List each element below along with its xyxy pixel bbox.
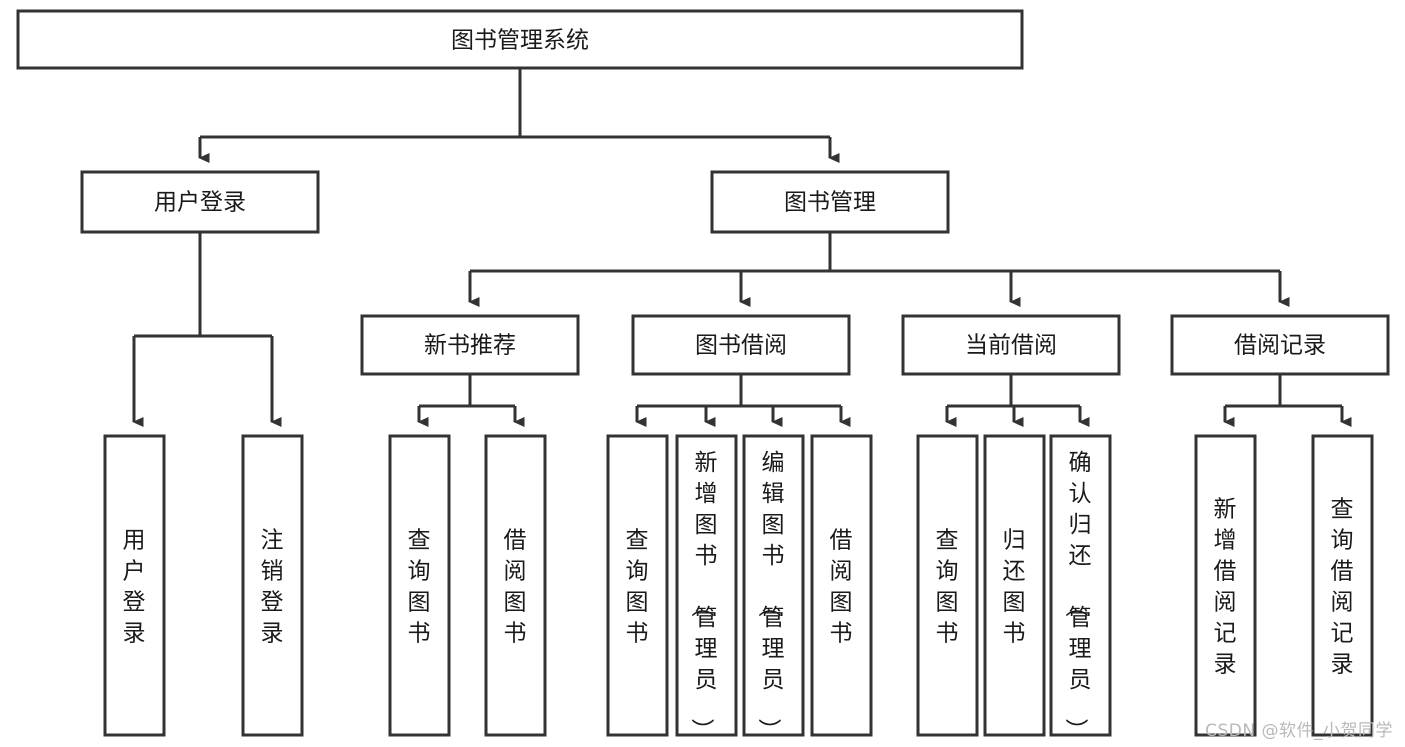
node-leaf-user-login-label: 用户登录 bbox=[123, 528, 146, 647]
node-new-book-recommend-label: 新书推荐 bbox=[424, 333, 516, 359]
node-user-login-box bbox=[80, 170, 320, 234]
connector-layer bbox=[132, 68, 1352, 427]
node-leaf-edit-book-box bbox=[742, 434, 805, 737]
node-current-borrow-box bbox=[901, 314, 1121, 376]
node-leaf-query-book-rec[interactable]: 查询图书 bbox=[388, 434, 451, 737]
node-leaf-user-login[interactable]: 用户登录 bbox=[103, 434, 166, 737]
node-leaf-confirm-return[interactable]: 确认归还（管理员） bbox=[1049, 434, 1112, 741]
node-book-manage[interactable]: 图书管理 bbox=[710, 170, 950, 234]
node-leaf-return-book-label: 归还图书 bbox=[1003, 528, 1026, 647]
node-borrow-record-label: 借阅记录 bbox=[1234, 333, 1326, 359]
node-user-login-label: 用户登录 bbox=[154, 190, 246, 216]
node-leaf-borrow-book-rec-box bbox=[484, 434, 547, 737]
node-leaf-add-book[interactable]: 新增图书（管理员） bbox=[675, 434, 738, 741]
node-leaf-borrow-book-rec-label: 借阅图书 bbox=[504, 528, 527, 647]
node-leaf-query-book-cur[interactable]: 查询图书 bbox=[916, 434, 979, 737]
node-leaf-query-record[interactable]: 查询借阅记录 bbox=[1311, 434, 1374, 737]
node-leaf-user-logout-label: 注销登录 bbox=[261, 528, 284, 647]
node-user-login[interactable]: 用户登录 bbox=[80, 170, 320, 234]
node-new-book-recommend-box bbox=[360, 314, 580, 376]
node-leaf-query-book-cur-label: 查询图书 bbox=[936, 528, 959, 647]
node-leaf-query-book-borrow[interactable]: 查询图书 bbox=[606, 434, 669, 737]
node-root-label: 图书管理系统 bbox=[451, 28, 589, 54]
node-book-borrow-label: 图书借阅 bbox=[695, 333, 787, 359]
node-leaf-query-book-cur-box bbox=[916, 434, 979, 737]
node-leaf-user-logout[interactable]: 注销登录 bbox=[241, 434, 304, 737]
node-leaf-borrow-book-rec[interactable]: 借阅图书 bbox=[484, 434, 547, 737]
node-new-book-recommend[interactable]: 新书推荐 bbox=[360, 314, 580, 376]
node-leaf-add-record-box bbox=[1194, 434, 1257, 737]
node-leaf-return-book[interactable]: 归还图书 bbox=[983, 434, 1046, 737]
node-leaf-return-book-box bbox=[983, 434, 1046, 737]
node-leaf-confirm-return-label: 确认归还（管理员） bbox=[1063, 450, 1092, 741]
node-book-manage-label: 图书管理 bbox=[784, 190, 876, 216]
node-leaf-borrow-book-box bbox=[810, 434, 873, 737]
node-book-manage-box bbox=[710, 170, 950, 234]
node-leaf-add-record-label: 新增借阅记录 bbox=[1214, 497, 1237, 678]
node-leaf-user-login-box bbox=[103, 434, 166, 737]
node-borrow-record[interactable]: 借阅记录 bbox=[1170, 314, 1390, 376]
node-book-borrow[interactable]: 图书借阅 bbox=[631, 314, 851, 376]
node-leaf-add-record[interactable]: 新增借阅记录 bbox=[1194, 434, 1257, 737]
node-leaf-user-logout-box bbox=[241, 434, 304, 737]
node-book-borrow-box bbox=[631, 314, 851, 376]
node-leaf-edit-book[interactable]: 编辑图书（管理员） bbox=[742, 434, 805, 741]
node-borrow-record-box bbox=[1170, 314, 1390, 376]
node-current-borrow-label: 当前借阅 bbox=[965, 333, 1057, 359]
node-root[interactable]: 图书管理系统 bbox=[16, 9, 1024, 70]
node-leaf-query-record-label: 查询借阅记录 bbox=[1331, 497, 1354, 678]
node-root-box bbox=[16, 9, 1024, 70]
node-leaf-query-book-borrow-box bbox=[606, 434, 669, 737]
node-leaf-query-book-borrow-label: 查询图书 bbox=[626, 528, 649, 647]
node-leaf-query-book-rec-box bbox=[388, 434, 451, 737]
leaf-layer: 用户登录 注销登录 查询图书 借阅图书 查询图书 新增图书（管理员） bbox=[103, 434, 1374, 741]
node-leaf-query-book-rec-label: 查询图书 bbox=[408, 528, 431, 647]
node-leaf-query-record-box bbox=[1311, 434, 1374, 737]
node-leaf-edit-book-label: 编辑图书（管理员） bbox=[756, 450, 785, 741]
node-leaf-add-book-box bbox=[675, 434, 738, 737]
node-leaf-borrow-book[interactable]: 借阅图书 bbox=[810, 434, 873, 737]
node-leaf-add-book-label: 新增图书（管理员） bbox=[689, 450, 718, 741]
node-leaf-borrow-book-label: 借阅图书 bbox=[830, 528, 853, 647]
node-current-borrow[interactable]: 当前借阅 bbox=[901, 314, 1121, 376]
node-leaf-confirm-return-box bbox=[1049, 434, 1112, 737]
